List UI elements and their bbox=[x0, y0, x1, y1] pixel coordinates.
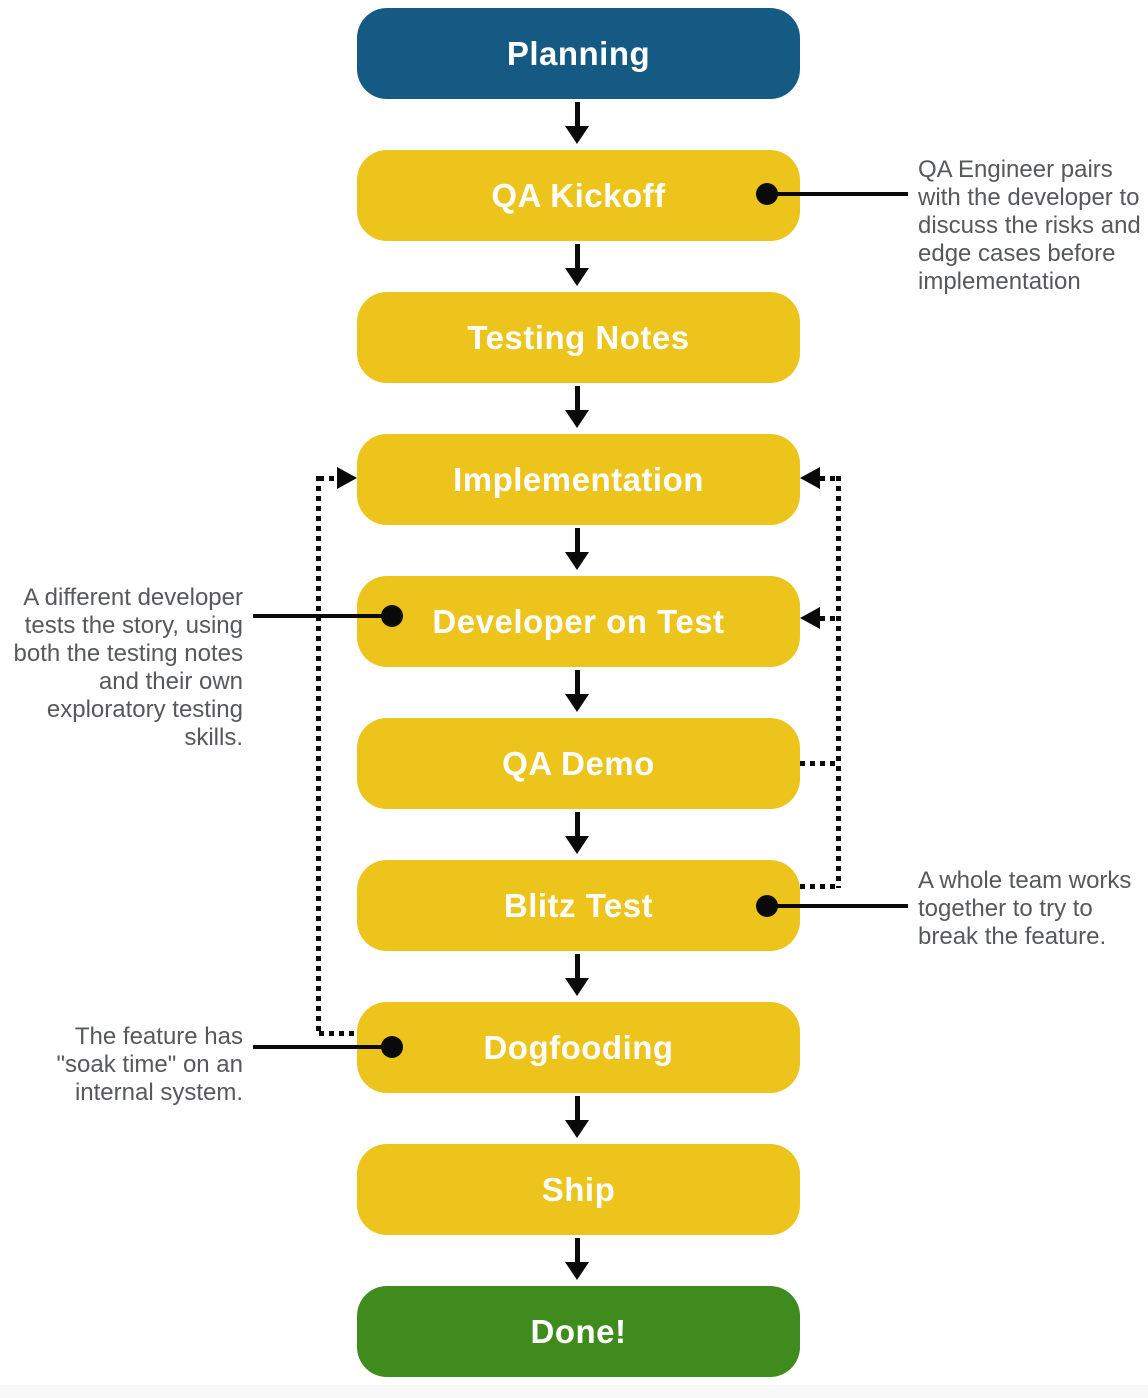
callout-line bbox=[767, 904, 908, 908]
annotation-blitz-test: A whole team works together to try to br… bbox=[918, 867, 1132, 950]
down-arrow-icon bbox=[565, 528, 589, 570]
arrow-head bbox=[565, 268, 589, 286]
arrow-shaft bbox=[575, 528, 580, 553]
dotted-feedback-line-right bbox=[836, 476, 841, 888]
callout-dot bbox=[381, 1036, 403, 1058]
node-label-dogfooding: Dogfooding bbox=[483, 1028, 674, 1066]
arrow-head bbox=[565, 694, 589, 712]
node-label-ship: Ship bbox=[541, 1170, 616, 1208]
bottom-edge-band bbox=[0, 1385, 1148, 1398]
flow-node-ship: Ship bbox=[357, 1144, 800, 1235]
arrow-shaft bbox=[575, 670, 580, 695]
node-label-planning: Planning bbox=[506, 34, 651, 72]
dotted-feedback-stub bbox=[820, 616, 838, 621]
callout-line bbox=[253, 1045, 392, 1049]
arrow-shaft bbox=[575, 244, 580, 269]
down-arrow-icon bbox=[565, 386, 589, 428]
arrow-head bbox=[565, 126, 589, 144]
arrow-shaft bbox=[575, 812, 580, 837]
down-arrow-icon bbox=[565, 1238, 589, 1280]
node-label-done: Done! bbox=[530, 1312, 627, 1350]
dotted-feedback-line-left bbox=[316, 476, 321, 1033]
arrow-shaft bbox=[575, 1096, 580, 1121]
arrow-shaft bbox=[575, 954, 580, 979]
flow-node-planning: Planning bbox=[357, 8, 800, 99]
dotted-arrowhead-into-implementation bbox=[800, 467, 820, 489]
flow-node-qa-demo: QA Demo bbox=[357, 718, 800, 809]
arrow-shaft bbox=[575, 1238, 580, 1263]
arrow-shaft bbox=[575, 386, 580, 411]
annotation-dogfooding: The feature has "soak time" on an intern… bbox=[56, 1023, 243, 1106]
node-label-qa-demo: QA Demo bbox=[502, 744, 655, 782]
down-arrow-icon bbox=[565, 1096, 589, 1138]
dotted-arrowhead-into-implementation bbox=[337, 467, 357, 489]
arrow-head bbox=[565, 1120, 589, 1138]
annotation-qa-kickoff: QA Engineer pairs with the developer to … bbox=[918, 156, 1141, 295]
down-arrow-icon bbox=[565, 244, 589, 286]
dotted-feedback-stub bbox=[820, 476, 838, 481]
down-arrow-icon bbox=[565, 670, 589, 712]
callout-line bbox=[767, 192, 908, 196]
dotted-feedback-stub bbox=[319, 476, 339, 481]
arrow-head bbox=[565, 552, 589, 570]
callout-line bbox=[253, 614, 392, 618]
flow-node-testing-notes: Testing Notes bbox=[357, 292, 800, 383]
down-arrow-icon bbox=[565, 812, 589, 854]
arrow-head bbox=[565, 978, 589, 996]
arrow-head bbox=[565, 410, 589, 428]
flow-node-developer-on-test: Developer on Test bbox=[357, 576, 800, 667]
arrow-head bbox=[565, 1262, 589, 1280]
node-label-qa-kickoff: QA Kickoff bbox=[491, 176, 666, 214]
node-label-developer-on-test: Developer on Test bbox=[432, 602, 725, 640]
flow-node-dogfooding: Dogfooding bbox=[357, 1002, 800, 1093]
arrow-shaft bbox=[575, 102, 580, 127]
flow-node-blitz-test: Blitz Test bbox=[357, 860, 800, 951]
flow-node-implementation: Implementation bbox=[357, 434, 800, 525]
flow-node-qa-kickoff: QA Kickoff bbox=[357, 150, 800, 241]
node-label-implementation: Implementation bbox=[453, 460, 704, 498]
callout-dot bbox=[381, 605, 403, 627]
dotted-feedback-stub-qa-demo bbox=[800, 761, 836, 766]
dotted-feedback-stub-dogfooding bbox=[319, 1031, 357, 1036]
annotation-developer-on-test: A different developer tests the story, u… bbox=[13, 584, 244, 751]
flow-node-done: Done! bbox=[357, 1286, 800, 1377]
dotted-feedback-stub-blitz-test bbox=[800, 884, 836, 889]
dotted-arrowhead-into-developer-on-test bbox=[800, 607, 820, 629]
down-arrow-icon bbox=[565, 102, 589, 144]
node-label-blitz-test: Blitz Test bbox=[503, 886, 654, 924]
arrow-head bbox=[565, 836, 589, 854]
down-arrow-icon bbox=[565, 954, 589, 996]
node-label-testing-notes: Testing Notes bbox=[467, 318, 690, 356]
